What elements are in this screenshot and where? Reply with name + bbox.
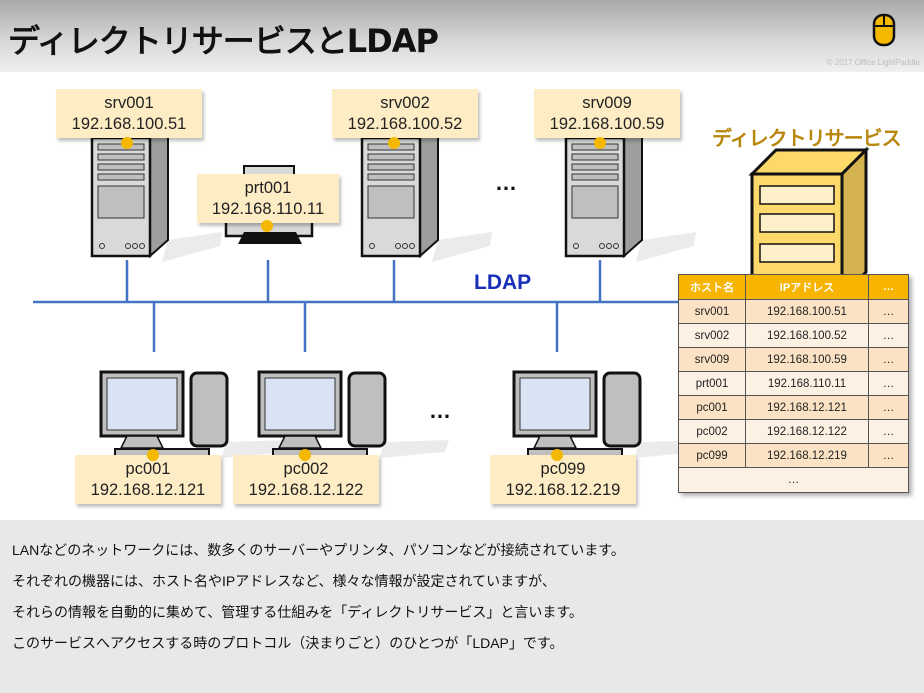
pc-pc002 — [257, 370, 451, 460]
cell-ip: 192.168.12.219 — [745, 443, 869, 468]
cell-host: srv009 — [678, 347, 746, 372]
host-name: pc002 — [283, 460, 329, 478]
table-row: pc002 192.168.12.122 … — [678, 419, 909, 444]
cell-more: … — [678, 467, 909, 493]
cell-ip: 192.168.12.122 — [745, 419, 869, 444]
cell-ip: 192.168.12.121 — [745, 395, 869, 420]
cell-host: pc099 — [678, 443, 746, 468]
connection-dot — [299, 449, 311, 461]
table-row: pc099 192.168.12.219 … — [678, 443, 909, 468]
cell-ip: 192.168.100.52 — [745, 323, 869, 348]
cell-host: srv002 — [678, 323, 746, 348]
connection-dot — [594, 137, 606, 149]
cell-ip: 192.168.100.51 — [745, 299, 869, 324]
pc-label: pc001 192.168.12.121 — [75, 455, 221, 504]
description-line: このサービスへアクセスする時のプロトコル（決まりごと）のひとつが「LDAP」です… — [12, 635, 564, 651]
host-name: srv009 — [582, 94, 632, 112]
page-title: ディレクトリサービスとLDAP — [8, 22, 439, 60]
description-line: それらの情報を自動的に集めて、管理する仕組みを「ディレクトリサービス」と言います… — [12, 604, 583, 620]
host-name: srv002 — [380, 94, 430, 112]
host-name: prt001 — [244, 179, 292, 197]
table-row-more: … — [678, 467, 909, 493]
cell-host: pc002 — [678, 419, 746, 444]
ip-address: 192.168.110.11 — [211, 200, 325, 218]
network-diagram: srv001 192.168.100.51 srv002 192.168.100… — [0, 72, 924, 520]
cell-ip: 192.168.100.59 — [745, 347, 869, 372]
connection-dot — [261, 220, 273, 232]
description-panel: LANなどのネットワークには、数多くのサーバーやプリンタ、パソコンなどが接続され… — [0, 520, 924, 693]
server-label: srv001 192.168.100.51 — [56, 89, 202, 138]
cell-host: prt001 — [678, 371, 746, 396]
table-row: pc001 192.168.12.121 … — [678, 395, 909, 420]
pc-label: pc099 192.168.12.219 — [490, 455, 636, 504]
ip-address: 192.168.100.52 — [347, 115, 463, 133]
table-row: srv009 192.168.100.59 … — [678, 347, 909, 372]
column-header-more: … — [868, 274, 909, 300]
pc-pc099 — [512, 370, 706, 460]
host-name: pc001 — [125, 460, 171, 478]
table-row: srv001 192.168.100.51 … — [678, 299, 909, 324]
cell-more: … — [868, 419, 909, 444]
network-bus — [33, 260, 680, 352]
cell-more: … — [868, 347, 909, 372]
ellipsis-servers: … — [495, 170, 519, 195]
ip-address: 192.168.100.51 — [71, 115, 187, 133]
connection-dot — [147, 449, 159, 461]
ip-address: 192.168.12.219 — [505, 481, 621, 499]
cell-more: … — [868, 323, 909, 348]
directory-service-title: ディレクトリサービス — [712, 126, 902, 150]
server-label: srv002 192.168.100.52 — [332, 89, 478, 138]
cell-more: … — [868, 443, 909, 468]
pc-label: pc002 192.168.12.122 — [233, 455, 379, 504]
cell-host: srv001 — [678, 299, 746, 324]
header: ディレクトリサービスとLDAP © 2017 Office LightPaddl… — [0, 0, 924, 72]
column-header-ip: IPアドレス — [745, 274, 869, 300]
cell-more: … — [868, 299, 909, 324]
copyright: © 2017 Office LightPaddle — [826, 58, 920, 67]
ip-address: 192.168.12.121 — [90, 481, 206, 499]
connection-dot — [388, 137, 400, 149]
connection-dot — [121, 137, 133, 149]
cell-more: … — [868, 395, 909, 420]
table-row: prt001 192.168.110.11 … — [678, 371, 909, 396]
ldap-network-label: LDAP — [474, 271, 532, 294]
cell-ip: 192.168.110.11 — [745, 371, 869, 396]
description-line: LANなどのネットワークには、数多くのサーバーやプリンタ、パソコンなどが接続され… — [12, 542, 625, 558]
ellipsis-pcs: … — [429, 398, 453, 423]
table-row: srv002 192.168.100.52 … — [678, 323, 909, 348]
printer-label: prt001 192.168.110.11 — [197, 174, 339, 223]
cell-host: pc001 — [678, 395, 746, 420]
description-line: それぞれの機器には、ホスト名やIPアドレスなど、様々な情報が設定されていますが、 — [12, 573, 556, 589]
column-header-host: ホスト名 — [678, 274, 746, 300]
ip-address: 192.168.12.122 — [248, 481, 364, 499]
directory-table: ホスト名 IPアドレス … srv001 192.168.100.51 … sr… — [678, 274, 909, 493]
cell-more: … — [868, 371, 909, 396]
mouse-icon — [872, 13, 896, 47]
ip-address: 192.168.100.59 — [549, 115, 665, 133]
host-name: srv001 — [104, 94, 154, 112]
server-label: srv009 192.168.100.59 — [534, 89, 680, 138]
host-name: pc099 — [540, 460, 586, 478]
connection-dot — [551, 449, 563, 461]
